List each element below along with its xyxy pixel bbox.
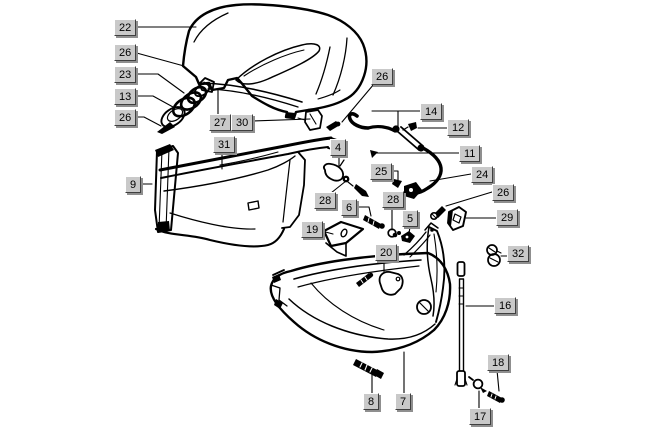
callout-30-6[interactable]: 30 (231, 114, 254, 131)
bracket-29-drawing (447, 206, 467, 231)
screw-26-middle-drawing (326, 121, 341, 131)
callout-5-19[interactable]: 5 (402, 210, 419, 227)
callout-11-12[interactable]: 11 (459, 145, 481, 162)
handlebar-rear-cover-drawing (154, 136, 344, 248)
callout-7-29[interactable]: 7 (395, 393, 412, 410)
grommet-32-drawing (486, 244, 502, 267)
callout-22-0[interactable]: 22 (114, 19, 137, 36)
clip-25-drawing (392, 179, 402, 188)
pin-28-left-drawing (342, 175, 354, 187)
screw-26-right-drawing (429, 206, 446, 221)
part-12-drawing (408, 122, 417, 131)
callout-8-28[interactable]: 8 (363, 393, 380, 410)
leader-line-26-9 (341, 83, 375, 123)
leader-line-28-16 (330, 180, 347, 194)
eyelet-17-drawing (468, 376, 487, 393)
part-11-drawing (370, 150, 378, 158)
cable-assembly-drawing (347, 112, 443, 199)
callout-28-16[interactable]: 28 (314, 192, 337, 209)
callout-9-8[interactable]: 9 (125, 176, 142, 193)
callout-16-25[interactable]: 16 (494, 297, 517, 314)
fastener-5-drawing (397, 231, 415, 243)
bracket-19-drawing (322, 220, 365, 257)
leader-line-18-26 (496, 369, 500, 392)
callout-28-18[interactable]: 28 (382, 191, 405, 208)
clip-30-drawing (297, 109, 323, 131)
screw-26-left-drawing (157, 122, 175, 134)
leader-line-26-1 (132, 51, 185, 67)
leader-line-23-2 (132, 73, 185, 94)
steering-column-drawing (154, 144, 179, 233)
leader-line-30-6 (250, 118, 311, 122)
nut-28-right-drawing (387, 228, 398, 238)
screw-near-20-drawing (356, 272, 374, 287)
callout-17-27[interactable]: 17 (469, 408, 492, 425)
leader-line-13-3 (132, 95, 174, 108)
small-parts-drawing (157, 82, 505, 403)
callout-14-10[interactable]: 14 (420, 103, 443, 120)
callout-19-22[interactable]: 19 (301, 221, 324, 238)
rod-drawing (454, 261, 468, 387)
callout-6-17[interactable]: 6 (341, 199, 358, 216)
callout-26-20[interactable]: 26 (492, 184, 515, 201)
callout-24-13[interactable]: 24 (471, 166, 494, 183)
leader-line-26-20 (445, 191, 493, 207)
front-cover-drawing (181, 3, 368, 120)
lock-cover-stack-drawing (160, 82, 211, 128)
leader-line-6-17 (357, 206, 372, 217)
callout-18-26[interactable]: 18 (487, 354, 510, 371)
leader-line-26-4 (132, 116, 162, 127)
screw-8-drawing (353, 359, 384, 379)
callout-20-23[interactable]: 20 (375, 244, 398, 261)
callout-23-2[interactable]: 23 (114, 66, 137, 83)
callout-32-24[interactable]: 32 (507, 245, 530, 262)
screw-18-drawing (487, 391, 505, 403)
callout-12-11[interactable]: 12 (447, 119, 470, 136)
callout-26-9[interactable]: 26 (371, 68, 394, 85)
screw-6-drawing (363, 215, 385, 229)
callout-26-1[interactable]: 26 (114, 44, 137, 61)
callout-25-15[interactable]: 25 (370, 163, 393, 180)
leader-line-24-13 (429, 173, 472, 182)
callout-13-3[interactable]: 13 (114, 88, 137, 105)
callout-29-21[interactable]: 29 (496, 209, 519, 226)
clip-4-drawing (323, 159, 345, 182)
callout-31-7[interactable]: 31 (213, 136, 236, 153)
leader-line-5-19 (408, 225, 411, 235)
callout-26-4[interactable]: 26 (114, 109, 137, 126)
lower-front-cover-drawing (269, 222, 452, 354)
side-pillar-drawing (424, 222, 446, 323)
callout-4-14[interactable]: 4 (330, 139, 347, 156)
callout-27-5[interactable]: 27 (209, 114, 232, 131)
plate-20-drawing (378, 270, 404, 296)
